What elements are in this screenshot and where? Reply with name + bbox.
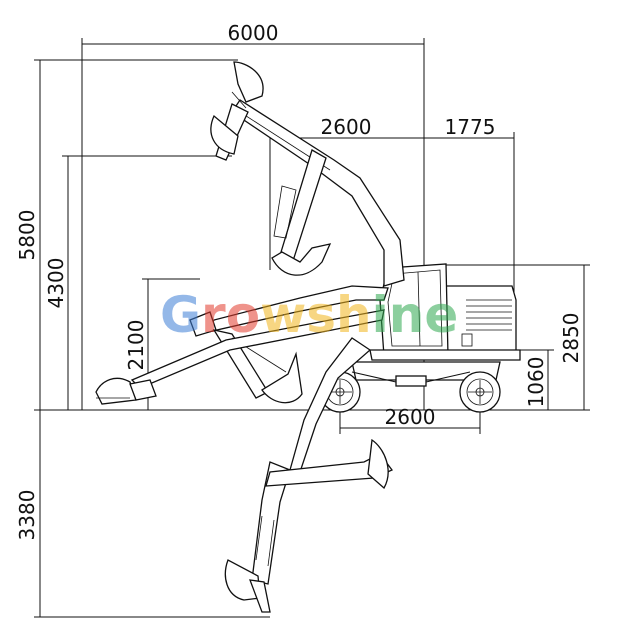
boom-raised (210, 61, 405, 287)
brand-watermark: Growshine (160, 286, 458, 344)
dim-wheelbase: 2600 (385, 405, 436, 429)
excavator-body (351, 263, 521, 387)
dim-rear-overhang: 1775 (445, 115, 496, 139)
dim-ground-to-body: 1060 (524, 357, 548, 408)
dim-max-dig-depth: 3380 (15, 490, 39, 541)
dim-max-reach: 6000 (228, 21, 279, 45)
watermark-text: Growshine (160, 286, 458, 344)
rear-wheel (459, 371, 501, 413)
dim-max-dump-height: 4300 (44, 258, 68, 309)
dim-max-dig-height: 5800 (15, 210, 39, 261)
boom-extended (95, 309, 385, 405)
dimension-lines (34, 38, 590, 618)
boom-dig-depth (224, 337, 394, 613)
dim-cab-height: 2850 (559, 313, 583, 364)
dim-wheelbase-top: 2600 (321, 115, 372, 139)
dim-dig-height-mid: 2100 (124, 320, 148, 371)
